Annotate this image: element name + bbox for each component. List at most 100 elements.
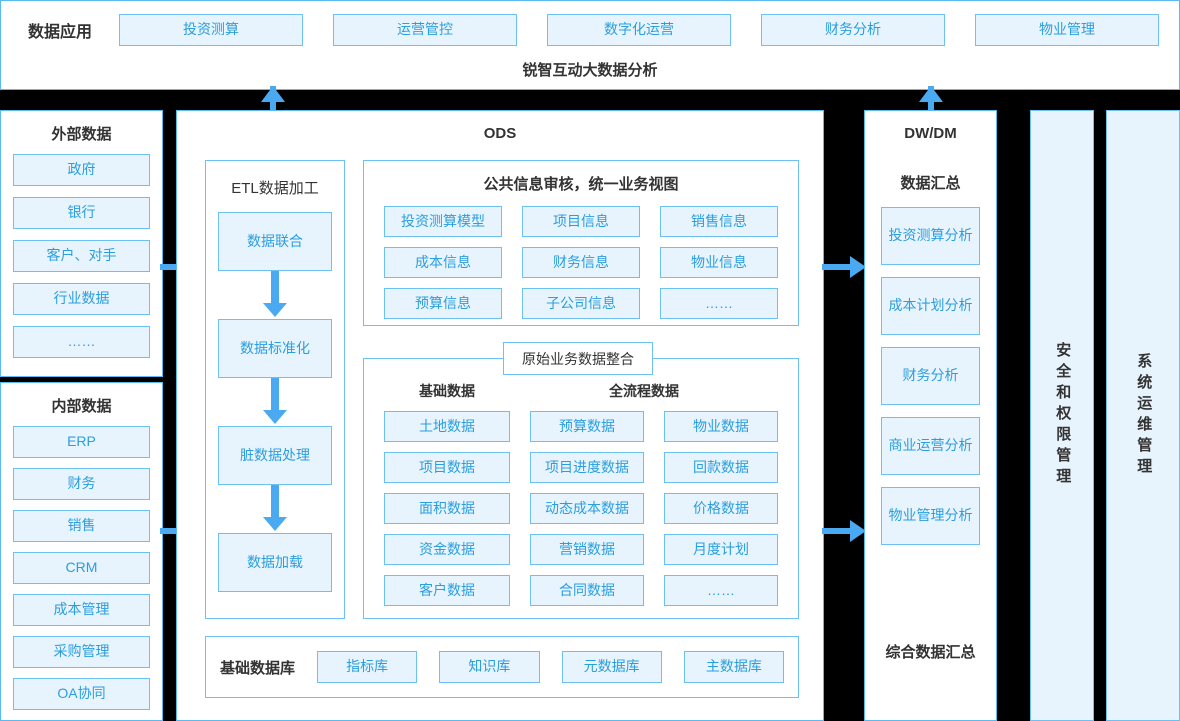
process-chip-contract[interactable]: 合同数据 [530, 575, 644, 606]
source-chip-government[interactable]: 政府 [13, 154, 150, 186]
basedb-chip-metadata[interactable]: 元数据库 [561, 651, 662, 683]
basedb-chip-master[interactable]: 主数据库 [683, 651, 785, 683]
source-chip-customer-competitor[interactable]: 客户、对手 [13, 240, 150, 272]
app-row: 数据应用 投资测算 运营管控 数字化运营 财务分析 物业管理 [1, 1, 1179, 59]
data-application-label: 数据应用 [27, 24, 92, 41]
info-chip-property[interactable]: 物业信息 [660, 247, 778, 278]
dw-dm-panel: DW/DM 数据汇总 投资测算分析 成本计划分析 财务分析 商业运营分析 物业管… [864, 110, 997, 721]
external-data-list: 政府 银行 客户、对手 行业数据 …… [1, 154, 162, 358]
basedb-chip-indicator[interactable]: 指标库 [317, 651, 418, 683]
source-chip-more[interactable]: …… [13, 326, 150, 358]
basic-data-column: 土地数据 项目数据 面积数据 资金数据 客户数据 [384, 411, 510, 606]
system-ops-label: 系统运维管理 [1135, 352, 1153, 479]
arrow-ods-to-dw-top [822, 256, 866, 278]
info-chip-investment-model[interactable]: 投资测算模型 [384, 206, 502, 237]
dw-dm-list: 投资测算分析 成本计划分析 财务分析 商业运营分析 物业管理分析 [865, 207, 996, 545]
dw-dm-footer: 综合数据汇总 [885, 644, 976, 661]
app-chip-investment[interactable]: 投资测算 [119, 14, 303, 46]
external-data-title: 外部数据 [51, 126, 112, 143]
process-data-column-1: 预算数据 项目进度数据 动态成本数据 营销数据 合同数据 [530, 411, 644, 606]
basic-chip-funds[interactable]: 资金数据 [384, 534, 510, 565]
process-chip-property[interactable]: 物业数据 [664, 411, 778, 442]
source-chip-procurement[interactable]: 采购管理 [13, 636, 150, 668]
source-chip-erp[interactable]: ERP [13, 426, 150, 458]
internal-data-title: 内部数据 [51, 398, 112, 415]
basic-chip-customer[interactable]: 客户数据 [384, 575, 510, 606]
arrow-up-ods-to-apps [261, 86, 285, 112]
process-chip-project-progress[interactable]: 项目进度数据 [530, 452, 644, 483]
security-permission-bar: 安全和权限管理 [1030, 110, 1094, 721]
app-chip-finance[interactable]: 财务分析 [761, 14, 945, 46]
security-permission-label: 安全和权限管理 [1054, 342, 1072, 489]
arrow-down-icon [263, 378, 287, 426]
etl-step-load[interactable]: 数据加载 [218, 533, 332, 592]
info-chip-more[interactable]: …… [660, 288, 778, 319]
internal-data-list: ERP 财务 销售 CRM 成本管理 采购管理 OA协同 [1, 426, 162, 710]
info-chip-subsidiary[interactable]: 子公司信息 [522, 288, 640, 319]
dw-chip-investment-analysis[interactable]: 投资测算分析 [881, 207, 980, 265]
internal-data-panel: 内部数据 ERP 财务 销售 CRM 成本管理 采购管理 OA协同 [0, 382, 163, 721]
dw-dm-subtitle: 数据汇总 [900, 175, 961, 192]
source-chip-sales[interactable]: 销售 [13, 510, 150, 542]
raw-data-headers: 基础数据 全流程数据 [364, 381, 798, 401]
process-chip-monthly-plan[interactable]: 月度计划 [664, 534, 778, 565]
basic-chip-project[interactable]: 项目数据 [384, 452, 510, 483]
process-data-column-2: 物业数据 回款数据 价格数据 月度计划 …… [664, 411, 778, 606]
info-chip-cost[interactable]: 成本信息 [384, 247, 502, 278]
brand-title: 锐智互动大数据分析 [522, 62, 658, 79]
process-chip-price[interactable]: 价格数据 [664, 493, 778, 524]
source-chip-finance[interactable]: 财务 [13, 468, 150, 500]
source-chip-oa[interactable]: OA协同 [13, 678, 150, 710]
raw-data-integration-legend: 原始业务数据整合 [503, 342, 653, 375]
app-chip-operations[interactable]: 运营管控 [333, 14, 517, 46]
process-data-header: 全流程数据 [609, 383, 679, 399]
base-database-chips: 指标库 知识库 元数据库 主数据库 [317, 651, 785, 683]
arrow-down-icon [263, 271, 287, 319]
public-info-title: 公共信息审核，统一业务视图 [483, 176, 679, 193]
app-chip-property[interactable]: 物业管理 [975, 14, 1159, 46]
source-chip-crm[interactable]: CRM [13, 552, 150, 584]
app-chip-group: 投资测算 运营管控 数字化运营 财务分析 物业管理 [119, 14, 1179, 46]
app-chip-digital[interactable]: 数字化运营 [547, 14, 731, 46]
etl-flow: 数据联合 数据标准化 脏数据处理 数据加载 [206, 212, 344, 592]
info-chip-sales[interactable]: 销售信息 [660, 206, 778, 237]
arrow-up-dw-to-apps [919, 86, 943, 112]
external-data-panel: 外部数据 政府 银行 客户、对手 行业数据 …… [0, 110, 163, 377]
dw-chip-cost-plan-analysis[interactable]: 成本计划分析 [881, 277, 980, 335]
system-ops-bar: 系统运维管理 [1106, 110, 1180, 721]
basic-chip-area[interactable]: 面积数据 [384, 493, 510, 524]
etl-step-join[interactable]: 数据联合 [218, 212, 332, 271]
basedb-chip-knowledge[interactable]: 知识库 [439, 651, 540, 683]
process-chip-dynamic-cost[interactable]: 动态成本数据 [530, 493, 644, 524]
data-application-bar: 数据应用 投资测算 运营管控 数字化运营 财务分析 物业管理 锐智互动大数据分析 [0, 0, 1180, 90]
process-chip-collection[interactable]: 回款数据 [664, 452, 778, 483]
public-info-panel: 公共信息审核，统一业务视图 投资测算模型 项目信息 销售信息 成本信息 财务信息… [363, 160, 799, 326]
base-database-label: 基础数据库 [220, 659, 296, 677]
basic-data-header: 基础数据 [419, 383, 475, 399]
raw-data-columns: 土地数据 项目数据 面积数据 资金数据 客户数据 预算数据 项目进度数据 动态成… [364, 411, 798, 606]
info-chip-finance[interactable]: 财务信息 [522, 247, 640, 278]
process-chip-more[interactable]: …… [664, 575, 778, 606]
source-chip-bank[interactable]: 银行 [13, 197, 150, 229]
arrow-ods-to-dw-bottom [822, 520, 866, 542]
source-chip-cost-mgmt[interactable]: 成本管理 [13, 594, 150, 626]
dw-chip-property-analysis[interactable]: 物业管理分析 [881, 487, 980, 545]
etl-step-standardize[interactable]: 数据标准化 [218, 319, 332, 378]
info-chip-project[interactable]: 项目信息 [522, 206, 640, 237]
dw-chip-commercial-analysis[interactable]: 商业运营分析 [881, 417, 980, 475]
dw-dm-title: DW/DM [904, 125, 957, 142]
source-chip-industry[interactable]: 行业数据 [13, 283, 150, 315]
info-chip-budget[interactable]: 预算信息 [384, 288, 502, 319]
ods-title: ODS [483, 125, 517, 142]
public-info-grid: 投资测算模型 项目信息 销售信息 成本信息 财务信息 物业信息 预算信息 子公司… [364, 206, 798, 319]
etl-title: ETL数据加工 [231, 180, 319, 197]
etl-step-clean[interactable]: 脏数据处理 [218, 426, 332, 485]
dw-chip-finance-analysis[interactable]: 财务分析 [881, 347, 980, 405]
arrow-down-icon [263, 485, 287, 533]
ods-panel: ODS ETL数据加工 数据联合 数据标准化 脏数据处理 数据加载 公共信息审核… [176, 110, 824, 721]
basic-chip-land[interactable]: 土地数据 [384, 411, 510, 442]
process-chip-marketing[interactable]: 营销数据 [530, 534, 644, 565]
process-chip-budget[interactable]: 预算数据 [530, 411, 644, 442]
base-database-panel: 基础数据库 指标库 知识库 元数据库 主数据库 [205, 636, 799, 698]
